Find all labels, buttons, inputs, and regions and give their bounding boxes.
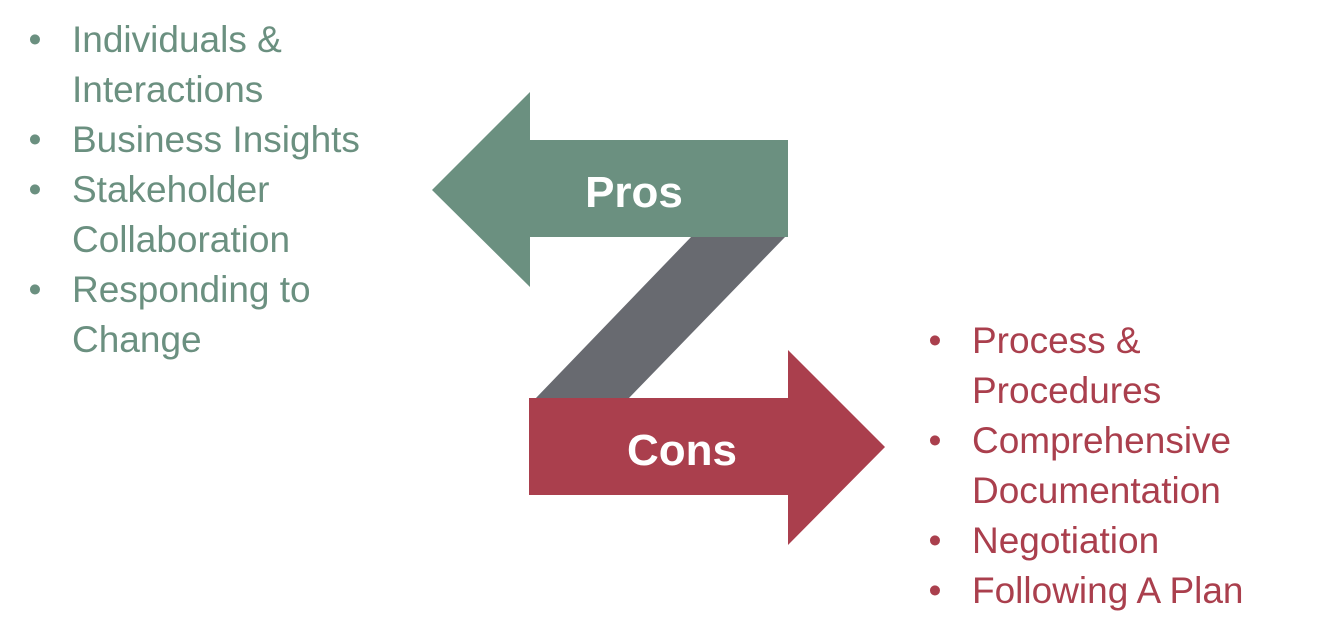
cons-list: •Process & Procedures •Comprehensive Doc… <box>925 316 1325 616</box>
pros-item: •Business Insights <box>25 115 415 165</box>
pros-arrow-left <box>432 92 788 287</box>
bullet-icon: • <box>928 520 942 561</box>
connector-diagonal <box>535 236 786 399</box>
bullet-icon: • <box>928 420 942 461</box>
bullet-icon: • <box>28 119 42 160</box>
bullet-icon: • <box>928 320 942 361</box>
cons-item: •Comprehensive Documentation <box>925 416 1325 516</box>
pros-item: •Individuals & Interactions <box>25 15 415 115</box>
pros-label: Pros <box>585 168 683 217</box>
bullet-icon: • <box>28 19 42 60</box>
cons-item: •Negotiation <box>925 516 1325 566</box>
cons-label: Cons <box>627 426 737 475</box>
pros-item: •Stakeholder Collaboration <box>25 165 415 265</box>
cons-arrow-right <box>529 350 885 545</box>
pros-item: •Responding to Change <box>25 265 415 365</box>
bullet-icon: • <box>928 570 942 611</box>
pros-list: •Individuals & Interactions •Business In… <box>25 15 415 365</box>
cons-item: •Process & Procedures <box>925 316 1325 416</box>
bullet-icon: • <box>28 269 42 310</box>
bullet-icon: • <box>28 169 42 210</box>
cons-item: •Following A Plan <box>925 566 1325 616</box>
